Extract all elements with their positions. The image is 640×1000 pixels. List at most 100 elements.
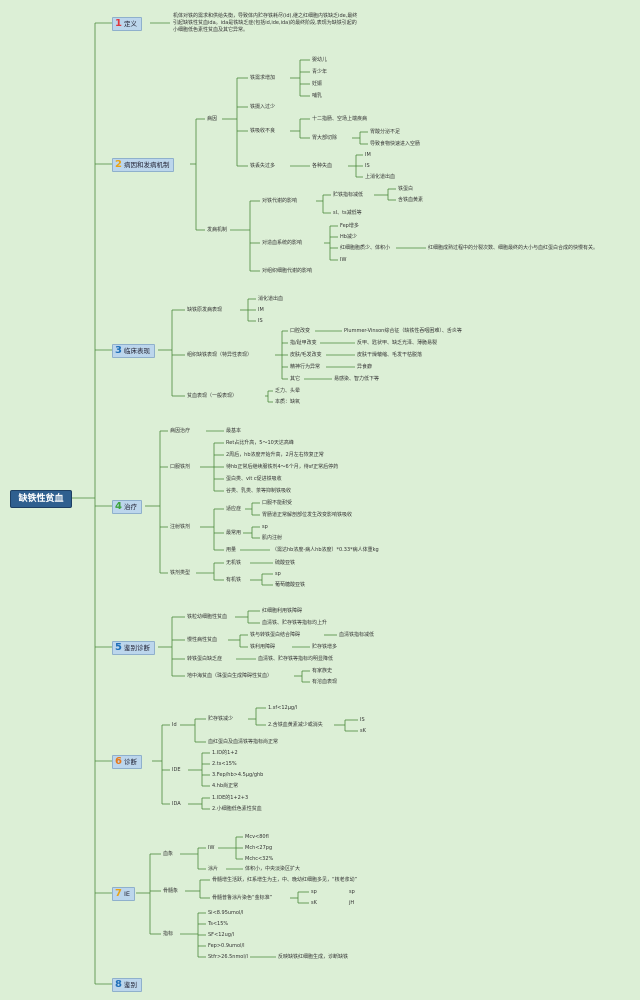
node-dry-skin[interactable]: 皮肤干燥皱缩、毛发干枯脱落	[357, 352, 423, 358]
node-most-common[interactable]: 最常用	[226, 530, 242, 536]
node-gi-anatomy-change[interactable]: 胃肠道正常解剖部位发生改变影响铁吸收	[262, 512, 353, 518]
node-marrow-active[interactable]: 骨髓增生活跃，红系增生为主，中、晚幼红细胞多见，“核老浆幼”	[212, 877, 358, 883]
node-blood-picture[interactable]: 血象	[163, 851, 174, 857]
node-thalassemia[interactable]: 地中海贫血（珠蛋白生成障碍性贫血）	[187, 673, 273, 679]
node-sk[interactable]: sK	[311, 900, 317, 906]
node-ret-peak[interactable]: Ret占比升高，5～10天达高峰	[226, 440, 294, 446]
node-im[interactable]: IM	[365, 152, 371, 158]
node-iron-metabolism-effect[interactable]: 对铁代谢的影响	[262, 198, 298, 204]
node-sk[interactable]: sK	[360, 728, 366, 734]
node-dosage-formula[interactable]: （需达hb浓度-病人hb浓度）*0.33*病人体重kg	[272, 547, 379, 553]
node-fep-increase[interactable]: Fep增多	[340, 223, 359, 229]
node-etiology-treatment[interactable]: 病因治疗	[170, 428, 191, 434]
node-etiology[interactable]: 病因	[207, 116, 218, 122]
node-stored-iron-increase[interactable]: 贮存铁增多	[312, 644, 338, 650]
node-hb-normal[interactable]: 血红蛋白及血清铁等指标尚正常	[208, 739, 279, 745]
node-primary-disease[interactable]: 缺铁原发病表现	[187, 307, 223, 313]
node-ide-criteria-3[interactable]: 3.Fep/hb>4.5μg/ghb	[212, 772, 264, 778]
node-oral-change[interactable]: 口腔改变	[290, 328, 311, 334]
node-grain-milk-tea[interactable]: 谷类、乳类、茶等抑制铁吸收	[226, 488, 292, 494]
node-continue-iron[interactable]: 待hb正常后继续服铁剂4～6个月，待sf正常后停药	[226, 464, 339, 470]
node-rbc-small[interactable]: 红细胞胞质少、体积小	[340, 245, 391, 251]
node-is[interactable]: IS	[258, 318, 263, 324]
node-indication[interactable]: 适应症	[226, 506, 242, 512]
node-atransferrinemia[interactable]: 转铁蛋白缺乏症	[187, 656, 223, 662]
node-ts[interactable]: Ts<15%	[208, 921, 229, 927]
node-iron-utilization-disorder[interactable]: 红细胞利用铁障碍	[262, 608, 303, 614]
node-sp-b[interactable]: sp	[349, 889, 355, 895]
node-iw[interactable]: IW	[208, 845, 215, 851]
node-iron-malabsorption[interactable]: 铁吸收不良	[250, 128, 276, 134]
node-ferrous-gluconate[interactable]: 葡萄糖酸亚铁	[275, 582, 306, 588]
node-pica[interactable]: 异食癖	[357, 364, 373, 370]
node-sf-criteria[interactable]: 1.sf<12μg/l	[268, 705, 298, 711]
node-most-basic[interactable]: 最基本	[226, 428, 242, 434]
node-rapid-jejunum-entry[interactable]: 导致食物快速进入空肠	[370, 141, 421, 147]
node-hematopoiesis-effect[interactable]: 对造血系统的影响	[262, 240, 303, 246]
node-skin-hair-change[interactable]: 皮肤/毛发改变	[290, 352, 322, 358]
node-intramuscular[interactable]: 肌内注射	[262, 535, 283, 541]
node-stfr[interactable]: Stfr>26.5nmol/l	[208, 954, 248, 960]
node-iron-markedly-decrease[interactable]: 血清铁、贮存铁等指标均明显降低	[258, 656, 334, 662]
node-bleeding[interactable]: 各种失血	[312, 163, 333, 169]
node-is[interactable]: IS	[360, 717, 365, 723]
node-low-gastric-acid[interactable]: 胃酸分泌不足	[370, 129, 401, 135]
node-hemolysis[interactable]: 有溶血表现	[312, 679, 338, 685]
node-si-ts-decrease[interactable]: sI、ts减低等	[333, 210, 362, 216]
node-serum-iron-rise[interactable]: 血清铁、贮存铁等指标均上升	[262, 620, 328, 626]
node-tissue-iron-deficiency[interactable]: 组织缺铁表现（特异性表现）	[187, 352, 253, 358]
node-iron-types[interactable]: 铁剂类型	[170, 570, 191, 576]
node-iw[interactable]: IW	[340, 257, 347, 263]
node-sp[interactable]: sp	[275, 571, 281, 577]
node-transferrin-binding-disorder[interactable]: 铁与转铁蛋白结合障碍	[250, 632, 301, 638]
node-oral-intolerance[interactable]: 口服不能耐受	[262, 500, 293, 506]
node-hypoxia[interactable]: 本质：缺氧	[275, 399, 301, 405]
node-ferritin[interactable]: 铁蛋白	[398, 186, 414, 192]
node-adolescent[interactable]: 青少年	[312, 69, 328, 75]
node-ide-criteria-1[interactable]: 1.ID的1+2	[212, 750, 238, 756]
node-pregnancy[interactable]: 妊娠	[312, 81, 323, 87]
node-ide[interactable]: IDE	[172, 767, 181, 773]
node-chronic-disease-anemia[interactable]: 慢性病性贫血	[187, 637, 218, 643]
node-protein-vitc[interactable]: 蛋白类、vit c促进铁吸收	[226, 476, 282, 482]
node-iron-storage-decrease[interactable]: 贮铁指标减低	[333, 192, 364, 198]
node-ide-criteria-4[interactable]: 4.hb尚正常	[212, 783, 239, 789]
node-iron-utilization[interactable]: 铁利用障碍	[250, 644, 276, 650]
node-ida-criteria-2[interactable]: 2.小细胞低色素性贫血	[212, 806, 262, 812]
root-node[interactable]: 缺铁性贫血	[10, 490, 72, 508]
node-ida[interactable]: IDA	[172, 801, 181, 807]
node-im[interactable]: IM	[258, 307, 264, 313]
node-id[interactable]: Id	[172, 722, 177, 728]
node-nail-change[interactable]: 指/趾甲改变	[290, 340, 317, 346]
node-plummer-vinson[interactable]: Plummer-Vinson综合征（缺铁性吞咽困难）、舌炎等	[344, 328, 462, 334]
node-dosage[interactable]: 用量	[226, 547, 237, 553]
node-hemosiderin[interactable]: 含铁血黄素	[398, 197, 424, 203]
node-hemosiderin-reduced[interactable]: 2.含铁血黄素减少或消失	[268, 722, 323, 728]
node-rbc-maturation-note[interactable]: 红细胞成熟过程中的分裂次数、细胞最终的大小与血红蛋白合成的快慢有关。	[428, 245, 599, 251]
node-iron-demand-increase[interactable]: 铁需求增加	[250, 75, 276, 81]
node-low-iron-intake[interactable]: 铁摄入过少	[250, 104, 276, 110]
node-lactation[interactable]: 哺乳	[312, 93, 323, 99]
node-iron-store-reduction[interactable]: 贮存铁减少	[208, 716, 234, 722]
node-hb-decrease[interactable]: Hb减少	[340, 234, 357, 240]
node-tissue-metabolism-effect[interactable]: 对组织细胞代谢的影响	[262, 268, 313, 274]
node-marrow-gold-standard[interactable]: 骨髓普鲁涂片染色“金标准”	[212, 895, 273, 901]
node-others[interactable]: 其它	[290, 376, 301, 382]
node-oral-iron[interactable]: 口服铁剂	[170, 464, 191, 470]
node-organic-iron[interactable]: 有机铁	[226, 577, 242, 583]
node-ida-criteria-1[interactable]: 1.IDE的1+2+3	[212, 795, 249, 801]
node-susceptible-infection[interactable]: 易感染、智力低下等	[334, 376, 380, 382]
node-behavior-abnormal[interactable]: 精神行为异常	[290, 364, 321, 370]
node-family-history[interactable]: 有家族史	[312, 668, 333, 674]
node-smear-desc[interactable]: 体积小，中央淡染区扩大	[245, 866, 301, 872]
node-mcv[interactable]: Mcv<80fl	[245, 834, 269, 840]
node-sf[interactable]: SF<12ug/l	[208, 932, 235, 938]
node-hb-rise[interactable]: 2周后，hb浓度开始升高，2月左右恢复正常	[226, 452, 324, 458]
